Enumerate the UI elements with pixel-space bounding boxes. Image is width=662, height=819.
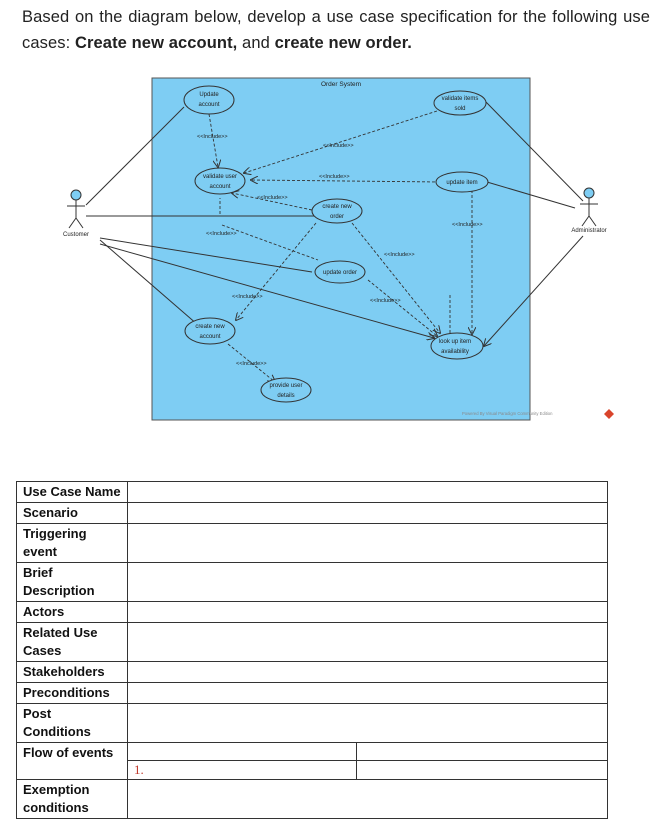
use-case-label: create new: [322, 204, 352, 210]
answer-cell[interactable]: [127, 481, 608, 503]
system-boundary: [151, 77, 531, 421]
use-case-label: provide user: [269, 383, 302, 389]
answer-cell[interactable]: [127, 502, 608, 524]
answer-cell[interactable]: [127, 682, 608, 704]
include-label: <<Include>>: [257, 195, 288, 201]
use-case-label: details: [277, 393, 294, 399]
use-case-create-new-order: create new order: [311, 198, 363, 224]
actor-administrator: [580, 187, 598, 227]
use-case-label: order: [330, 214, 344, 220]
visual-paradigm-logo-icon: [604, 409, 614, 419]
table-row: Actors: [16, 601, 608, 623]
row-label: Triggering event: [16, 523, 128, 563]
table-row: 1.: [17, 760, 608, 780]
prompt-connector: and: [237, 34, 275, 52]
answer-cell[interactable]: [127, 622, 608, 662]
use-case-label: availability: [441, 349, 469, 355]
answer-cell[interactable]: [127, 661, 608, 683]
answer-cell[interactable]: [127, 703, 608, 743]
system-title: Order System: [321, 81, 361, 88]
use-case-label: account: [198, 102, 219, 108]
use-case-create-account-ref: Create new account,: [74, 34, 238, 52]
use-case-label: Update: [199, 92, 219, 98]
include-relations: [208, 110, 472, 382]
use-case-label: validate user: [203, 174, 237, 180]
use-case-label: look up item: [439, 339, 471, 345]
table-row: Post Conditions: [16, 703, 608, 743]
table-row: Use Case Name: [16, 481, 608, 503]
use-case-look-up-item-availability: look up item availability: [430, 332, 484, 360]
table-row: Scenario: [16, 502, 608, 524]
flow-step-number: 1.: [134, 762, 144, 777]
use-case-label: validate items: [442, 96, 479, 102]
use-case-label: sold: [454, 106, 465, 112]
use-case-label: update order: [323, 270, 357, 276]
watermark-text: Powered By Visual Paradigm Community Edi…: [462, 411, 553, 416]
row-label: Related Use Cases: [16, 622, 128, 662]
row-label: Brief Description: [16, 562, 128, 602]
row-label: Scenario: [16, 502, 128, 524]
actor-customer: [67, 189, 85, 229]
use-case-spec-table: Use Case Name Scenario Triggering event …: [16, 481, 608, 819]
table-row: Stakeholders: [16, 661, 608, 683]
use-case-update-order: update order: [314, 260, 366, 284]
use-case-label: account: [199, 334, 220, 340]
row-label: Exemption conditions: [16, 779, 128, 819]
answer-cell[interactable]: [127, 601, 608, 623]
table-row: Exemption conditions: [16, 779, 608, 819]
use-case-label: update item: [446, 180, 477, 186]
flow-actor-cell[interactable]: 1.: [126, 760, 358, 780]
use-case-update-item: update item: [435, 171, 489, 193]
use-case-label: create new: [195, 324, 225, 330]
use-case-validate-items-sold: validate items sold: [433, 90, 487, 116]
include-label: <<Include>>: [323, 143, 354, 149]
use-case-create-new-account: create new account: [184, 317, 236, 345]
include-label: <<Include>>: [319, 174, 350, 180]
include-label: <<Include>>: [197, 134, 228, 140]
use-case-label: account: [209, 184, 230, 190]
row-label: Post Conditions: [16, 703, 128, 743]
row-label: Actors: [16, 601, 128, 623]
include-label: <<Include>>: [370, 298, 401, 304]
answer-cell[interactable]: [127, 779, 608, 819]
include-labels: <<Include>> <<Include>> <<Include>> <<In…: [197, 134, 483, 367]
row-label: Preconditions: [16, 682, 128, 704]
answer-cell[interactable]: [127, 562, 608, 602]
table-row: Related Use Cases: [16, 622, 608, 662]
use-case-update-account: Update account: [183, 85, 235, 115]
table-row: Flow of events: [16, 742, 608, 780]
include-label: <<Include>>: [206, 231, 237, 237]
use-case-validate-user-account: validate user account: [194, 167, 246, 195]
use-case-provide-user-details: provide user details: [260, 377, 312, 403]
use-case-create-order-ref: create new order.: [274, 34, 412, 52]
actor-administrator-label: Administrator: [571, 228, 606, 234]
include-label: <<Include>>: [232, 294, 263, 300]
actor-customer-label: Customer: [63, 232, 89, 238]
flow-system-cell[interactable]: [356, 760, 608, 780]
associations: [85, 101, 584, 346]
row-label: Stakeholders: [16, 661, 128, 683]
include-label: <<Include>>: [236, 361, 267, 367]
flow-actor-cell[interactable]: [126, 742, 358, 761]
prompt-text: Based on the diagram below, develop a us…: [22, 8, 650, 52]
include-label: <<Include>>: [452, 222, 483, 228]
row-label: Flow of events: [16, 742, 128, 780]
table-row: Brief Description: [16, 562, 608, 602]
use-case-diagram: Order System <<Include>> <<Include>> <<I…: [63, 77, 614, 421]
flow-system-cell[interactable]: [356, 742, 608, 761]
table-row: Triggering event: [16, 523, 608, 563]
table-row: Preconditions: [16, 682, 608, 704]
row-label: Use Case Name: [16, 481, 128, 503]
assignment-prompt: Based on the diagram below, develop a us…: [22, 4, 650, 56]
answer-cell[interactable]: [127, 523, 608, 563]
include-label: <<Include>>: [384, 252, 415, 258]
